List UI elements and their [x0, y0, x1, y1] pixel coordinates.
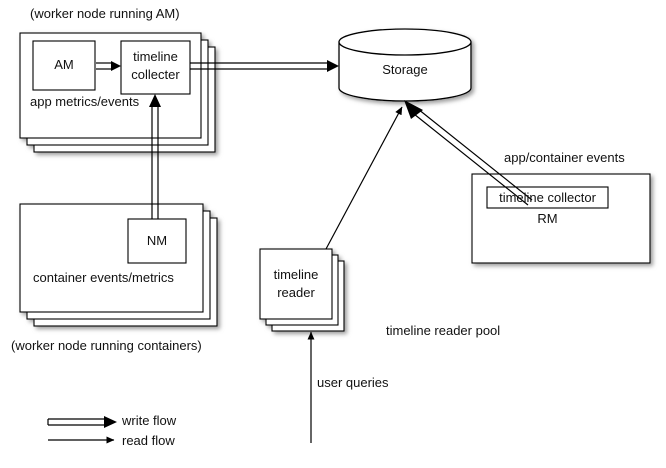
caption-worker-node-containers: (worker node running containers)	[11, 338, 202, 353]
arrow-am-to-collecter	[96, 61, 121, 71]
caption-container-events-metrics: container events/metrics	[33, 270, 174, 285]
arrow-rm-to-storage	[404, 100, 533, 206]
timeline-collecter-label: timeline collecter	[131, 49, 180, 82]
rm-timeline-collector-label: timeline collector	[499, 190, 596, 205]
am-label: AM	[54, 57, 74, 72]
am-box	[32, 40, 96, 91]
worker-node-containers-stack	[19, 203, 218, 327]
nm-box	[127, 218, 187, 264]
timeline-collecter-box	[120, 40, 191, 95]
caption-app-container-events: app/container events	[504, 150, 625, 165]
caption-worker-node-am: (worker node running AM)	[30, 6, 180, 21]
timeline-reader-stack	[259, 248, 345, 332]
arrow-reader-to-storage	[325, 106, 403, 250]
arrow-nm-to-collecter	[149, 94, 161, 219]
storage-label: Storage	[382, 62, 428, 77]
caption-timeline-reader-pool: timeline reader pool	[386, 323, 501, 338]
caption-user-queries: user queries	[317, 375, 389, 390]
rm-label: RM	[537, 211, 558, 226]
timeline-reader-label: timeline reader	[273, 267, 319, 300]
rm-timeline-collector-box	[486, 186, 609, 209]
arrow-collecter-to-storage	[190, 60, 339, 72]
legend-read-flow-label: read flow	[122, 433, 175, 448]
legend-write-flow-label: write flow	[122, 413, 177, 428]
caption-app-metrics-events: app metrics/events	[30, 94, 140, 109]
nm-label: NM	[146, 233, 168, 248]
legend-write-flow-arrow	[47, 416, 117, 428]
storage-cylinder	[338, 28, 472, 102]
